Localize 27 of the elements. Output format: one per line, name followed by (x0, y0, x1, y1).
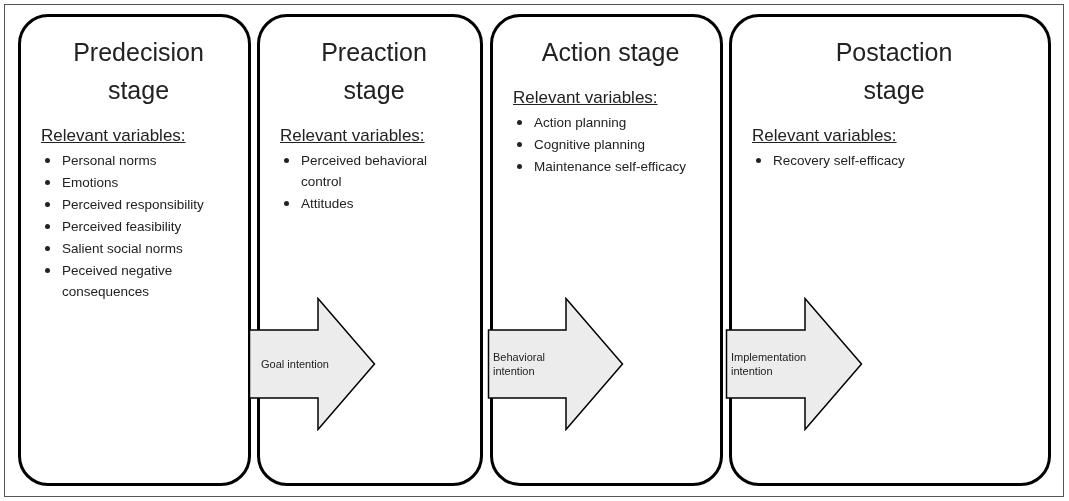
variables-heading: Relevant variables: (752, 125, 898, 147)
arrow-label: Behavioral intention (493, 350, 546, 378)
stage-box (257, 14, 483, 486)
variable-item: Action planning (534, 114, 627, 133)
variable-item: Recovery self-efficacy (773, 152, 905, 171)
stage-title: Preaction stage (320, 37, 428, 106)
variable-item: Perceived behavioral control (301, 152, 429, 192)
arrow-label: Implementation intention (731, 350, 808, 378)
stage-title: Action stage (540, 37, 681, 68)
variables-heading: Relevant variables: (513, 87, 659, 109)
stage-box (18, 14, 251, 486)
variable-item: Emotions (62, 174, 119, 193)
variable-item: Perceived feasibility (62, 218, 182, 237)
stage-title: Predecision stage (72, 37, 205, 106)
variable-item: Maintenance self-efficacy (534, 158, 687, 177)
variables-heading: Relevant variables: (41, 125, 187, 147)
variable-item: Perceived responsibility (62, 196, 204, 215)
variable-item: Salient social norms (62, 240, 183, 259)
arrow-label: Goal intention (261, 357, 329, 371)
stage-box (729, 14, 1051, 486)
variables-heading: Relevant variables: (280, 125, 426, 147)
stage-title: Postaction stage (834, 37, 954, 106)
stage-box (490, 14, 723, 486)
variable-item: Personal norms (62, 152, 157, 171)
variable-item: Peceived negative consequences (62, 262, 174, 302)
variable-item: Attitudes (301, 195, 354, 214)
variable-item: Cognitive planning (534, 136, 646, 155)
